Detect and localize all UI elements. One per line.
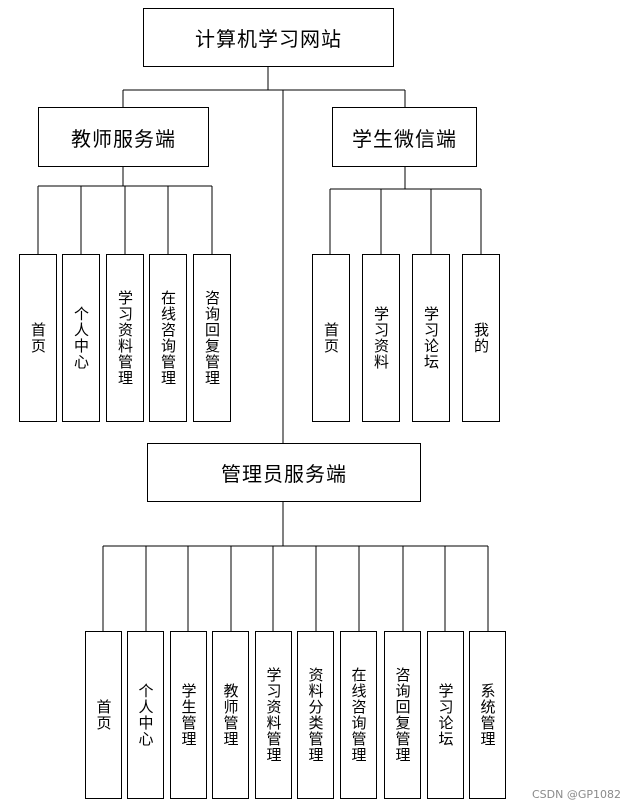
teacher-item-consult-management: 在线咨询管理 <box>149 254 187 422</box>
student-item-home: 首页 <box>312 254 350 422</box>
watermark: CSDN @GP1082 <box>531 788 621 801</box>
teacher-item-material-management: 学习资料管理 <box>106 254 144 422</box>
admin-item-student-management: 学生管理 <box>170 631 207 799</box>
admin-item-material-management: 学习资料管理 <box>255 631 292 799</box>
teacher-item-home: 首页 <box>19 254 57 422</box>
admin-item-system-management: 系统管理 <box>469 631 506 799</box>
student-item-mine: 我的 <box>462 254 500 422</box>
root-node: 计算机学习网站 <box>143 8 394 67</box>
admin-item-personal-center: 个人中心 <box>127 631 164 799</box>
admin-item-category-management: 资料分类管理 <box>297 631 334 799</box>
student-node: 学生微信端 <box>332 107 477 167</box>
student-item-forum: 学习论坛 <box>412 254 450 422</box>
teacher-item-reply-management: 咨询回复管理 <box>193 254 231 422</box>
admin-item-forum: 学习论坛 <box>427 631 464 799</box>
teacher-node: 教师服务端 <box>38 107 209 167</box>
admin-item-consult-management: 在线咨询管理 <box>340 631 377 799</box>
admin-node: 管理员服务端 <box>147 443 421 502</box>
student-item-materials: 学习资料 <box>362 254 400 422</box>
admin-item-reply-management: 咨询回复管理 <box>384 631 421 799</box>
teacher-item-personal-center: 个人中心 <box>62 254 100 422</box>
admin-item-home: 首页 <box>85 631 122 799</box>
admin-item-teacher-management: 教师管理 <box>212 631 249 799</box>
